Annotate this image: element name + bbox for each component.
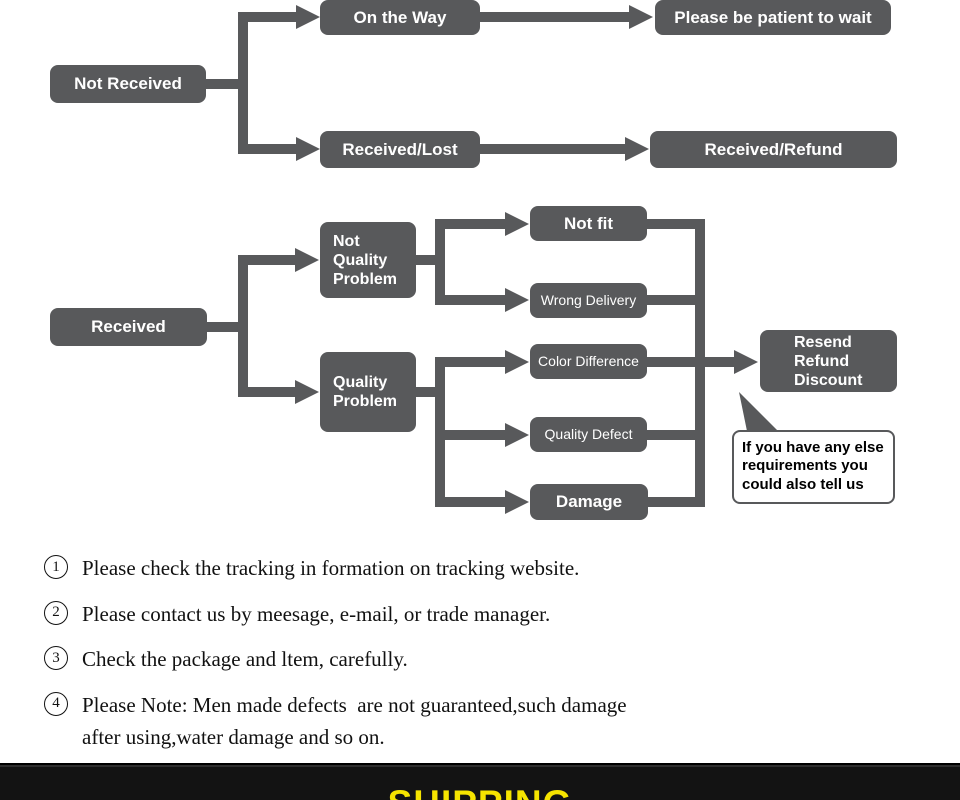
footer-shipping-banner: SHIPPING [0,763,960,800]
node-wrong-delivery: Wrong Delivery [530,283,647,318]
node-please-be-patient: Please be patient to wait [655,0,891,35]
node-on-the-way: On the Way [320,0,480,35]
node-resend-refund-discount: Resend Refund Discount [760,330,897,392]
note-item-3: 3 Check the package and ltem, carefully. [44,643,924,676]
node-received-lost: Received/Lost [320,131,480,168]
node-quality-problem: Quality Problem [320,352,416,432]
note-item-1: 1 Please check the tracking in formation… [44,552,924,585]
node-not-fit: Not fit [530,206,647,241]
node-color-difference: Color Difference [530,344,647,379]
node-quality-defect: Quality Defect [530,417,647,452]
node-damage: Damage [530,484,648,520]
note-text-2: Please contact us by meesage, e-mail, or… [82,601,551,626]
note-text-3: Check the package and ltem, carefully. [82,647,408,672]
flowchart-connectors [200,5,783,514]
node-not-quality-problem: Not Quality Problem [320,222,416,298]
note-text-1: Please check the tracking in formation o… [82,556,580,580]
node-not-received: Not Received [50,65,206,103]
node-received-refund: Received/Refund [650,131,897,168]
shipping-title: SHIPPING [0,783,960,800]
speech-bubble: If you have any else requirements you co… [732,430,895,504]
circled-number-3: 3 [44,646,68,671]
note-text-4: Please Note: Men made defects are not gu… [82,692,627,750]
circled-number-1: 1 [44,555,68,579]
notes-list: 1 Please check the tracking in formation… [44,552,924,767]
note-item-2: 2 Please contact us by meesage, e-mail, … [44,598,924,631]
circled-number-2: 2 [44,600,68,625]
circled-number-4: 4 [44,691,68,716]
node-received: Received [50,308,207,346]
note-item-4: 4 Please Note: Men made defects are not … [44,689,924,754]
